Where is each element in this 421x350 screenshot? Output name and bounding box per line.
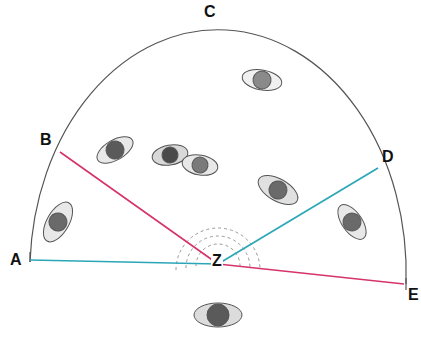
sight-line <box>30 260 218 264</box>
arc-end-tick <box>405 278 406 290</box>
people-figures <box>37 67 371 327</box>
point-letter: A <box>10 252 22 268</box>
sight-line <box>218 264 404 284</box>
point-letter: Z <box>211 253 223 269</box>
sight-line <box>218 168 378 264</box>
sight-line <box>60 152 218 264</box>
point-letter: E <box>408 287 419 303</box>
point-letter: D <box>382 149 394 165</box>
point-letter: C <box>204 4 216 20</box>
field-arc <box>30 30 406 284</box>
point-letter: B <box>40 132 52 148</box>
